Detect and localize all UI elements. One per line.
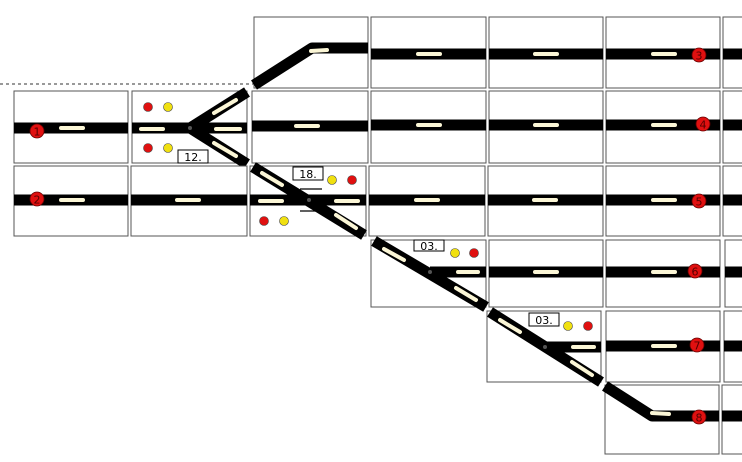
tile-r3-c5[interactable] xyxy=(605,239,721,308)
tile-r1-c3[interactable] xyxy=(370,90,487,164)
tile-r1-c1[interactable]: 12. xyxy=(131,87,250,169)
track-marker-4[interactable]: 4 xyxy=(695,116,711,132)
route-light xyxy=(212,141,238,158)
track-marker-3[interactable]: 3 xyxy=(691,47,707,63)
track-marker-6[interactable]: 6 xyxy=(687,263,703,279)
track-number: 5 xyxy=(696,196,703,209)
route-light xyxy=(382,247,406,262)
signal-light-red[interactable] xyxy=(143,102,153,112)
switch-number: 12. xyxy=(184,151,202,164)
switch-label-12[interactable]: 12. xyxy=(177,149,209,164)
track-number: 7 xyxy=(694,340,701,353)
route-light xyxy=(309,48,329,53)
route-light xyxy=(212,98,238,115)
track-number: 2 xyxy=(34,194,41,207)
tile-r2-c3[interactable] xyxy=(368,165,486,237)
tile-r0-c3[interactable] xyxy=(370,16,487,89)
switch-label-03[interactable]: 03. xyxy=(528,312,560,327)
tile-r0-c4[interactable] xyxy=(488,16,604,89)
route-light xyxy=(454,286,478,302)
signal-light-yellow[interactable] xyxy=(279,216,289,226)
switch-number: 18. xyxy=(299,168,317,181)
track-number: 6 xyxy=(692,266,699,279)
switch-number: 03. xyxy=(420,240,438,253)
route-light xyxy=(260,171,284,187)
tile-r3-c4[interactable] xyxy=(488,239,604,308)
signal-light-red[interactable] xyxy=(469,248,479,258)
track-number: 4 xyxy=(700,119,707,132)
tile-r1-c4[interactable] xyxy=(488,90,604,164)
tile-r3-c3[interactable]: 03. xyxy=(370,236,489,312)
signal-light-yellow[interactable] xyxy=(563,321,573,331)
tile-r2-c4[interactable] xyxy=(487,165,604,237)
signal-light-yellow[interactable] xyxy=(327,175,337,185)
track-marker-1[interactable]: 1 xyxy=(29,123,45,139)
route-light xyxy=(334,213,358,230)
tile-r5-c6[interactable] xyxy=(721,384,742,455)
track-marker-5[interactable]: 5 xyxy=(691,193,707,209)
track-number: 1 xyxy=(34,126,41,139)
route-light xyxy=(570,360,594,377)
tile-r1-c6[interactable] xyxy=(722,90,742,164)
track-number: 3 xyxy=(696,50,703,63)
switch-number: 03. xyxy=(535,314,553,327)
switch-point xyxy=(188,126,192,130)
route-light xyxy=(498,318,522,334)
tile-r1-c2[interactable] xyxy=(251,90,369,164)
track-number: 8 xyxy=(696,412,703,425)
signal-light-red[interactable] xyxy=(259,216,269,226)
switch-point xyxy=(428,270,432,274)
signal-light-yellow[interactable] xyxy=(450,248,460,258)
tile-r2-c6[interactable] xyxy=(722,165,742,237)
tile-r3-c6[interactable] xyxy=(724,239,742,308)
tile-r2-c1[interactable] xyxy=(130,165,248,237)
track-marker-7[interactable]: 7 xyxy=(689,337,705,353)
signal-light-red[interactable] xyxy=(143,143,153,153)
track-marker-2[interactable]: 2 xyxy=(29,191,45,207)
tile-r0-c2[interactable] xyxy=(251,16,369,90)
signal-light-yellow[interactable] xyxy=(163,102,173,112)
tile-r0-c6[interactable] xyxy=(722,16,742,89)
tile-r4-c6[interactable] xyxy=(723,310,742,383)
switch-point xyxy=(543,345,547,349)
track-marker-8[interactable]: 8 xyxy=(691,409,707,425)
tile-r2-c2-crossing[interactable]: 18. xyxy=(249,162,367,240)
route-light xyxy=(650,411,671,416)
switch-label-18[interactable]: 18. xyxy=(292,166,324,181)
tile-r4-c4[interactable]: 03. xyxy=(486,307,604,387)
switch-point xyxy=(307,198,311,202)
signal-light-red[interactable] xyxy=(583,321,593,331)
signal-light-red[interactable] xyxy=(347,175,357,185)
switch-label-03[interactable]: 03. xyxy=(413,239,445,253)
signal-light-yellow[interactable] xyxy=(163,143,173,153)
